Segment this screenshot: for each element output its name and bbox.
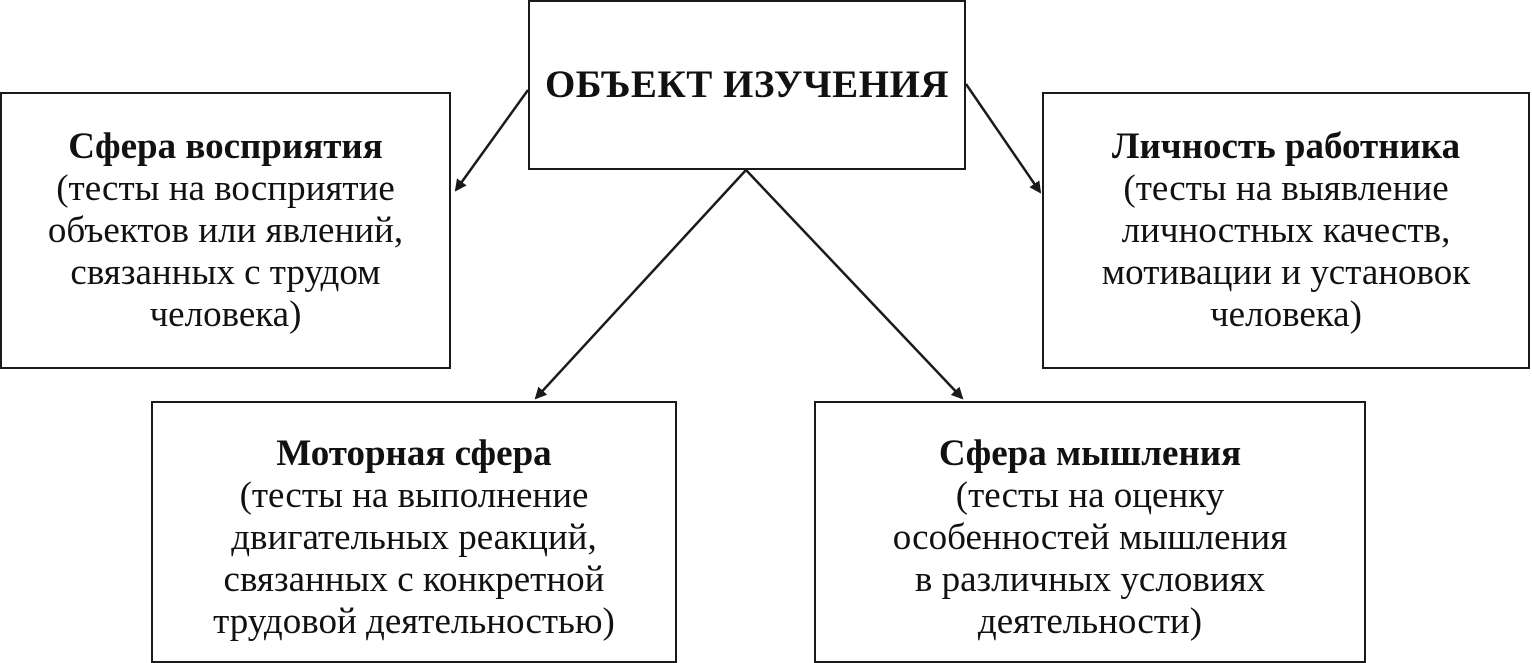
perception-sphere-box: Сфера восприятия (тесты на восприятие об… <box>0 92 451 369</box>
thinking-sphere-box: Сфера мышления (тесты на оценку особенно… <box>814 401 1366 663</box>
arrow-to-left-box <box>454 89 530 192</box>
description-line: (тесты на оценку <box>955 475 1225 516</box>
arrow-to-bottom-left-box <box>534 169 747 400</box>
description-line: личностных качеств, <box>1121 209 1451 251</box>
perception-sphere-title: Сфера восприятия <box>68 125 383 167</box>
arrow-to-right-box <box>964 83 1042 194</box>
worker-personality-title: Личность работника <box>1111 125 1461 167</box>
description-line: человека) <box>1210 293 1362 335</box>
description-line: человека) <box>149 293 302 335</box>
worker-personality-description: (тесты на выявление личностных качеств, … <box>1102 168 1470 336</box>
description-line: (тесты на выполнение <box>239 475 589 516</box>
object-of-study-box: ОБЪЕКТ ИЗУЧЕНИЯ <box>528 0 966 170</box>
arrow-to-bottom-right-box <box>745 169 964 400</box>
description-line: (тесты на выявление <box>1123 167 1449 209</box>
description-line: трудовой деятельностью) <box>213 601 615 642</box>
description-line: в различных условиях <box>914 559 1266 600</box>
description-line: двигательных реакций, <box>231 517 597 558</box>
motor-sphere-title: Моторная сфера <box>276 433 552 474</box>
description-line: связанных с трудом <box>70 251 381 293</box>
thinking-sphere-title: Сфера мышления <box>938 433 1242 474</box>
description-line: (тесты на восприятие <box>56 167 395 209</box>
description-line: объектов или явлений, <box>47 209 404 251</box>
description-line: особенностей мышления <box>892 517 1288 558</box>
motor-sphere-description: (тесты на выполнение двигательных реакци… <box>213 475 615 643</box>
description-line: мотивации и установок <box>1101 251 1471 293</box>
description-line: деятельности) <box>977 601 1203 642</box>
description-line: связанных с конкретной <box>223 559 605 600</box>
object-of-study-title: ОБЪЕКТ ИЗУЧЕНИЯ <box>544 63 950 106</box>
perception-sphere-description: (тесты на восприятие объектов или явлени… <box>48 168 403 336</box>
worker-personality-box: Личность работника (тесты на выявление л… <box>1042 92 1530 369</box>
motor-sphere-box: Моторная сфера (тесты на выполнение двиг… <box>151 401 677 663</box>
thinking-sphere-description: (тесты на оценку особенностей мышления в… <box>893 475 1287 643</box>
